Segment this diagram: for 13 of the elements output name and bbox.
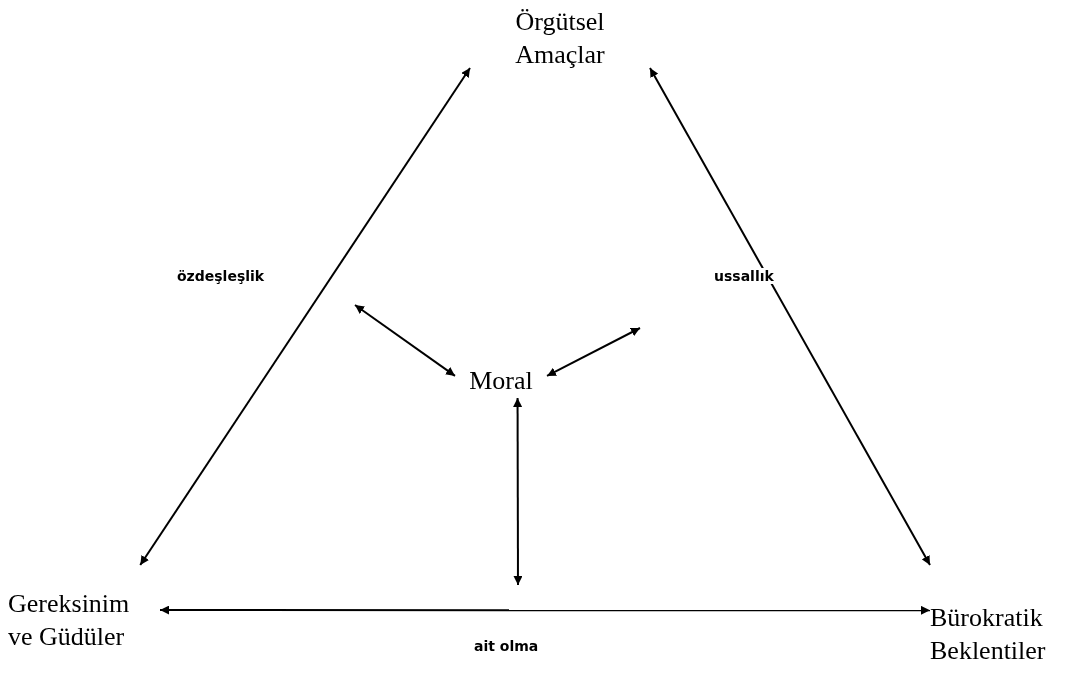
- edge-label: ussallık: [712, 268, 776, 284]
- edge-label: özdeşleşlik: [175, 268, 267, 284]
- double-arrow: [354, 304, 456, 377]
- node-label: Örgütsel Amaçlar: [514, 6, 606, 71]
- double-arrow: [159, 605, 931, 615]
- double-arrow: [649, 67, 931, 566]
- node-label: Bürokratik Beklentiler: [930, 602, 1047, 667]
- double-arrow: [513, 397, 523, 586]
- node-label: Moral: [468, 365, 534, 397]
- edge-label: ait olma: [472, 638, 541, 654]
- double-arrow: [139, 67, 471, 566]
- double-arrow: [546, 327, 641, 377]
- node-label: Gereksinim ve Güdüler: [8, 588, 131, 653]
